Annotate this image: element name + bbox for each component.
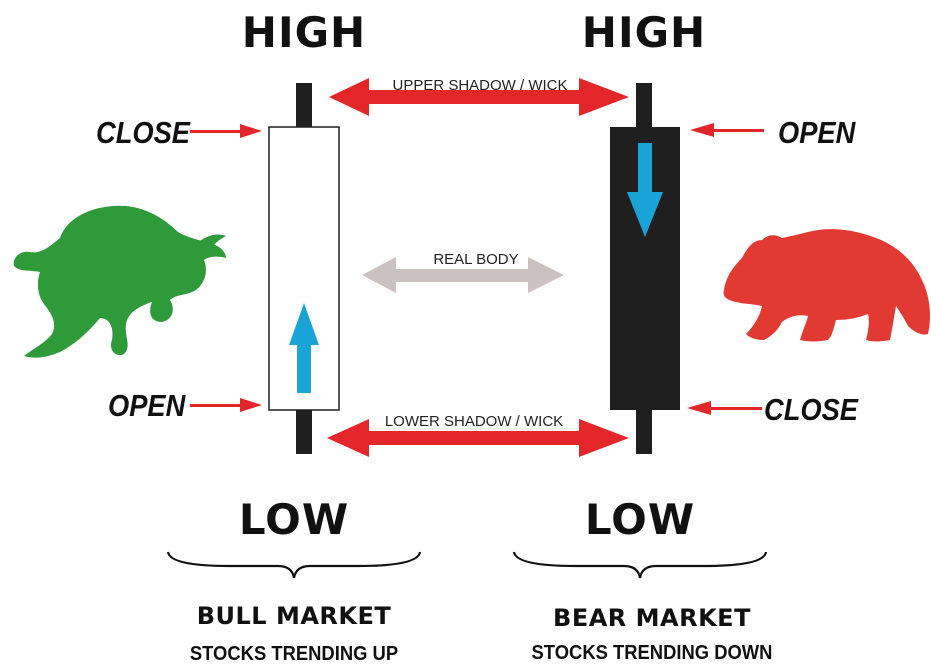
bear-down-arrow-icon <box>627 143 663 237</box>
bull-up-arrow-icon <box>289 303 319 393</box>
real-body-label: REAL BODY <box>433 251 519 268</box>
bull-low-label: LOW <box>238 495 350 544</box>
lower-shadow-arrow-icon <box>327 419 629 457</box>
bear-high-label: HIGH <box>581 8 707 57</box>
bear-open-label: OPEN <box>778 115 856 150</box>
bull-market-title: BULL MARKET <box>196 602 392 630</box>
lower-shadow-label: LOWER SHADOW / WICK <box>384 413 564 430</box>
bear-icon <box>723 229 930 342</box>
bull-lower-wick <box>296 410 312 454</box>
bull-close-pointer-icon <box>190 124 262 138</box>
bear-market-title: BEAR MARKET <box>553 604 751 632</box>
bear-upper-wick <box>636 83 652 128</box>
bull-icon <box>13 205 226 358</box>
bull-high-label: HIGH <box>241 8 367 57</box>
real-body-arrow-icon <box>362 257 564 293</box>
bear-market-subtitle: STOCKS TRENDING DOWN <box>531 642 773 664</box>
bull-market-subtitle: STOCKS TRENDING UP <box>189 643 399 665</box>
bull-upper-wick <box>296 83 312 128</box>
bull-open-label: OPEN <box>108 388 186 423</box>
upper-shadow-label: UPPER SHADOW / WICK <box>392 77 568 94</box>
bear-brace-icon <box>512 551 768 579</box>
bull-close-label: CLOSE <box>96 115 190 150</box>
bear-open-pointer-icon <box>690 123 764 137</box>
bear-low-label: LOW <box>584 495 696 544</box>
bear-close-pointer-icon <box>687 401 762 415</box>
bear-close-label: CLOSE <box>764 392 858 427</box>
bull-open-pointer-icon <box>190 398 262 412</box>
upper-shadow-arrow-icon <box>329 78 629 116</box>
bear-lower-wick <box>636 410 652 454</box>
bull-brace-icon <box>166 551 422 579</box>
